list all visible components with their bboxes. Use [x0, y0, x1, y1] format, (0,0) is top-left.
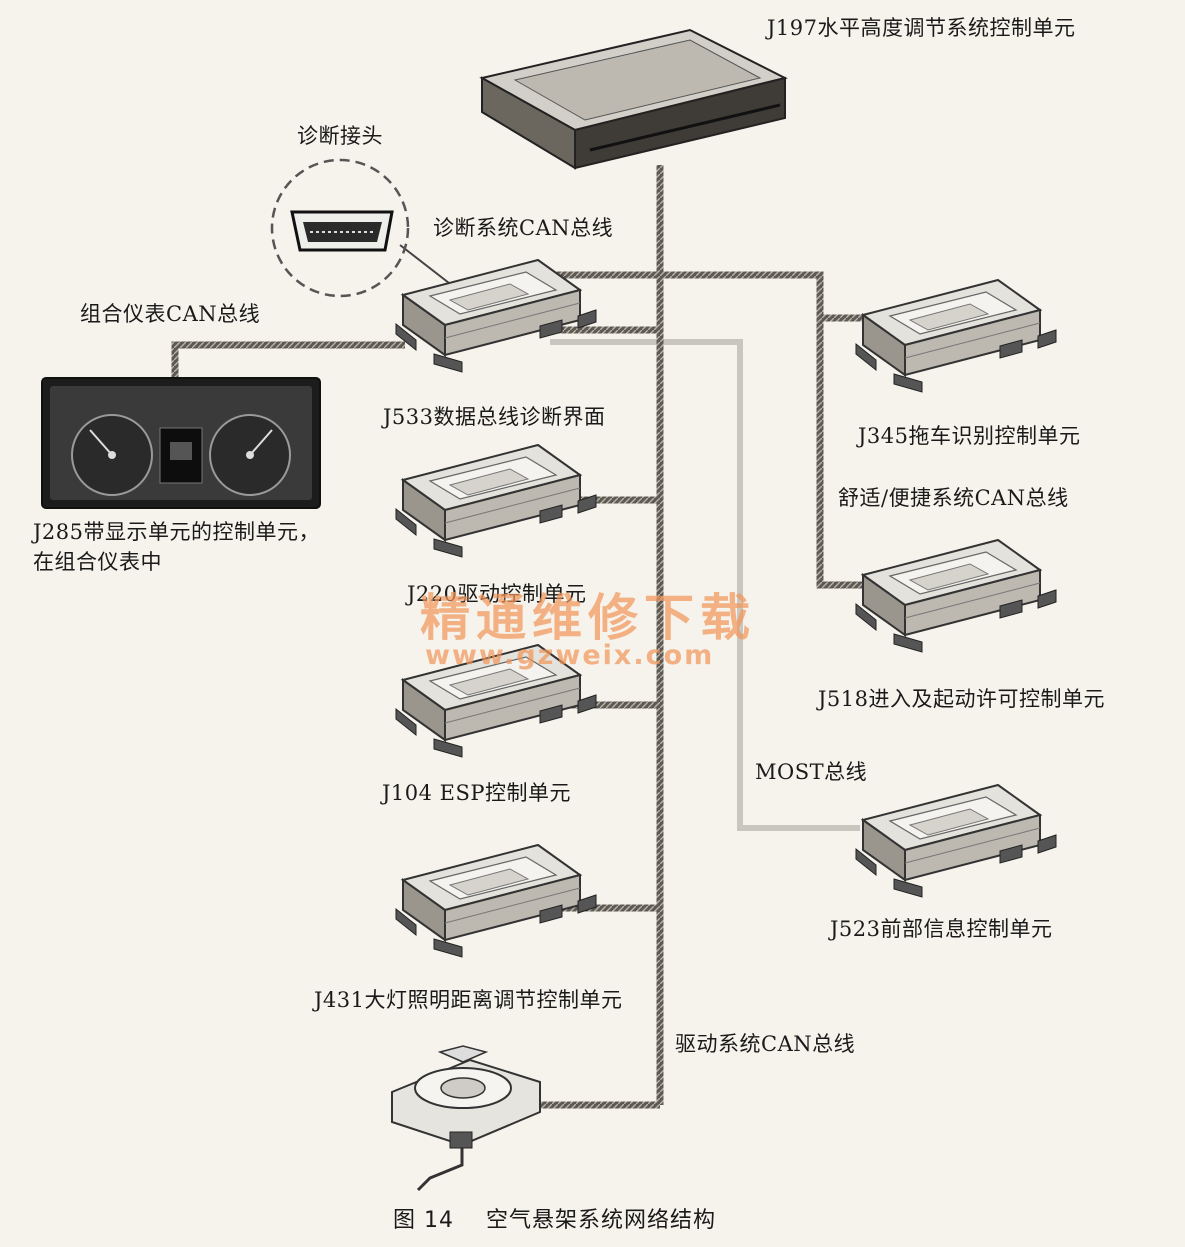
watermark-url: www.gzweix.com	[425, 640, 715, 671]
most-bus-label: MOST总线	[755, 760, 868, 784]
figure-number: 图 14	[393, 1208, 454, 1233]
j220-module	[395, 444, 597, 558]
instrument-cluster	[41, 377, 321, 509]
j104-label: J104 ESP控制单元	[382, 781, 572, 805]
diag-connector-label: 诊断接头	[297, 124, 383, 148]
j197-control-unit	[479, 28, 788, 170]
j431-module	[395, 844, 597, 958]
diag-can-label: 诊断系统CAN总线	[433, 216, 614, 240]
diagnostic-connector	[270, 158, 410, 298]
j533-label: J533数据总线诊断界面	[383, 405, 606, 429]
j518-label: J518进入及起动许可控制单元	[818, 687, 1105, 711]
figure-caption: 图 14 空气悬架系统网络结构	[393, 1202, 716, 1234]
j431-label: J431大灯照明距离调节控制单元	[314, 988, 623, 1012]
drive-can-label: 驱动系统CAN总线	[675, 1032, 856, 1056]
most-bus-line	[550, 339, 860, 831]
j518-module	[855, 539, 1057, 653]
watermark-text: 精通维修下载	[420, 589, 756, 647]
comfort-can-line	[530, 271, 880, 589]
j345-label: J345拖车识别控制单元	[858, 424, 1081, 448]
j523-label: J523前部信息控制单元	[830, 917, 1053, 941]
j285-label: J285带显示单元的控制单元， 在组合仪表中	[33, 520, 320, 574]
cluster-can-line	[171, 341, 405, 380]
j220-label: J220驱动控制单元	[407, 582, 587, 606]
figure-title: 空气悬架系统网络结构	[485, 1208, 716, 1233]
j197-label: J197水平高度调节系统控制单元	[767, 16, 1076, 40]
cluster-can-label: 组合仪表CAN总线	[80, 302, 261, 326]
j523-module	[855, 784, 1057, 898]
j345-module	[855, 279, 1057, 393]
comfort-can-label: 舒适/便捷系统CAN总线	[838, 486, 1069, 510]
steering-angle-sensor	[391, 1045, 541, 1192]
